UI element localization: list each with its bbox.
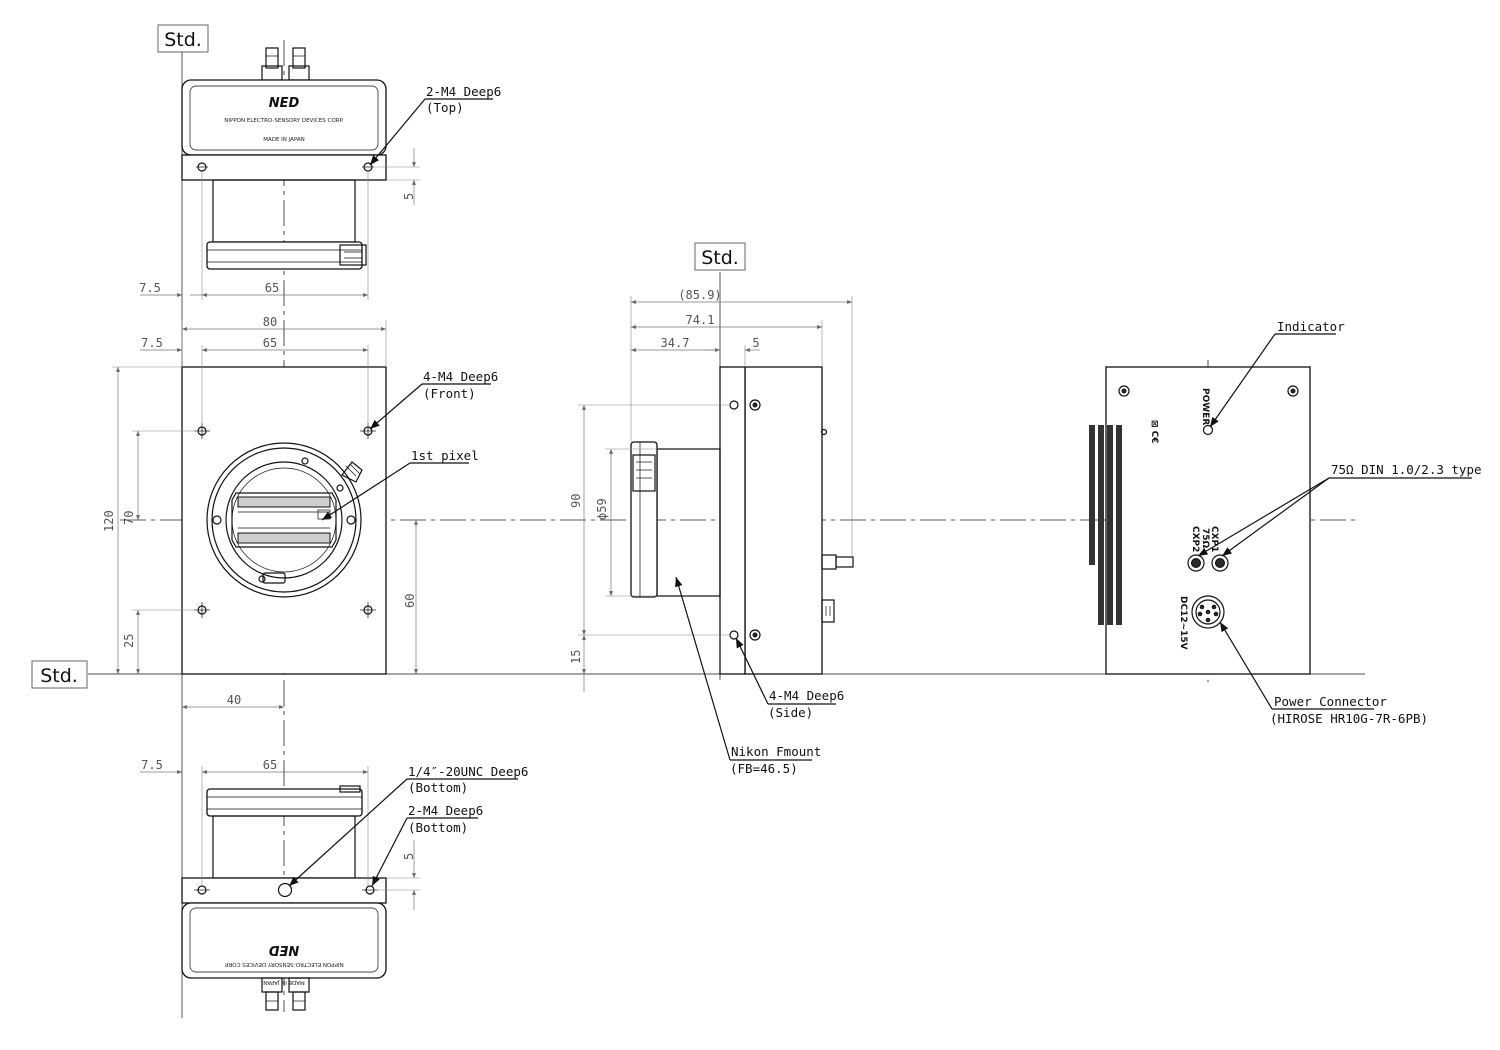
callout-power-connector: Power Connector (HIROSE HR10G-7R-6PB) [1219,621,1428,726]
cxp1-label: CXP1 [1209,526,1219,552]
logo-bottom: NED [269,942,300,957]
callout-bottom-tripod: 1/4″-20UNC Deep6 (Bottom) [288,764,528,887]
side-view [630,366,854,675]
callout-bottom-holes: 2-M4 Deep6 (Bottom) [371,803,483,887]
lens-mount [206,442,363,598]
dim-front-70: 70 [122,511,136,525]
callout-first-pixel: 1st pixel [321,448,479,521]
dim-top-65: 65 [265,281,279,295]
power-label: POWER [1200,388,1210,425]
dim-bottom-65: 65 [263,758,277,772]
dim-front-25: 25 [122,634,136,648]
svg-text:Std.: Std. [40,665,78,687]
dim-side-74-1: 74.1 [686,313,715,327]
svg-text:(Bottom): (Bottom) [408,820,468,835]
ohm-label: 75Ω [1200,528,1210,549]
dim-front-40: 40 [227,693,241,707]
cxp2-label: CXP2 [1190,526,1200,552]
dim-side-34-7: 34.7 [661,336,690,350]
back-panel: ⊠ C€ POWER CXP1 75Ω CXP2 DC12~15V [1089,366,1311,675]
callout-top-holes: 2-M4 Deep6 (Top) [369,84,501,166]
dim-bottom-7-5: 7.5 [141,758,163,772]
std-label-top: Std. [157,24,209,53]
svg-text:(Side): (Side) [768,705,813,720]
std-label-side: Std. [694,242,746,271]
dim-top-7-5: 7.5 [139,281,161,295]
callout-side-holes: 4-M4 Deep6 (Side) [735,637,844,720]
svg-text:(Top): (Top) [426,100,464,115]
dim-top-5: 5 [402,193,416,200]
dim-front-80: 80 [263,315,277,329]
svg-text:⊠ C€: ⊠ C€ [1149,420,1159,444]
svg-text:Indicator: Indicator [1277,319,1345,334]
power-connector [1191,595,1225,629]
std-label-left: Std. [31,660,88,689]
svg-text:(HIROSE HR10G-7R-6PB): (HIROSE HR10G-7R-6PB) [1270,711,1428,726]
dim-front-60: 60 [403,594,417,608]
callout-indicator: Indicator [1209,319,1345,428]
dim-front-65: 65 [263,336,277,350]
callout-mount: Nikon Fmount (FB=46.5) [675,576,821,776]
dim-side-15: 15 [569,650,583,664]
made-in-bottom: MADE IN JAPAN [263,979,305,985]
bottom-view: NED NIPPON ELECTRO-SENSORY DEVICES CORP.… [181,785,387,1011]
cxp1-connector [1211,554,1229,572]
coax-connectors-top [261,47,310,81]
company-name: NIPPON ELECTRO-SENSORY DEVICES CORP. [224,118,344,124]
svg-text:75Ω DIN 1.0/2.3 type: 75Ω DIN 1.0/2.3 type [1331,462,1482,477]
svg-text:Std.: Std. [701,247,739,269]
logo: NED [269,96,300,111]
svg-text:1/4″-20UNC Deep6: 1/4″-20UNC Deep6 [408,764,528,779]
svg-text:Std.: Std. [164,29,202,51]
svg-text:1st pixel: 1st pixel [411,448,479,463]
dc-label: DC12~15V [1178,596,1188,650]
dim-front-120: 120 [102,510,116,532]
front-view [181,366,387,675]
svg-text:Nikon Fmount: Nikon Fmount [731,744,821,759]
dim-bottom-5: 5 [402,853,416,860]
svg-text:(Front): (Front) [423,386,476,401]
made-in: MADE IN JAPAN [263,137,305,143]
svg-text:2-M4 Deep6: 2-M4 Deep6 [426,84,501,99]
svg-text:(Bottom): (Bottom) [408,780,468,795]
dim-side-59: ϕ59 [595,498,609,520]
top-view: NED NIPPON ELECTRO-SENSORY DEVICES CORP.… [181,47,387,270]
svg-text:2-M4 Deep6: 2-M4 Deep6 [408,803,483,818]
svg-text:4-M4 Deep6: 4-M4 Deep6 [423,369,498,384]
dim-side-90: 90 [569,494,583,508]
coax-connectors-bottom [261,977,310,1011]
callout-front-holes: 4-M4 Deep6 (Front) [369,369,498,430]
front-view-dimensions: 80 7.5 65 120 70 25 60 40 [102,315,418,709]
side-view-dimensions: (85.9) 74.1 34.7 5 90 ϕ59 15 [569,288,853,692]
top-view-dimensions: 7.5 65 5 [139,148,420,300]
bottom-view-dimensions: 7.5 65 5 [140,758,420,910]
svg-text:Power Connector: Power Connector [1274,694,1387,709]
svg-text:(FB=46.5): (FB=46.5) [730,761,798,776]
dim-side-5: 5 [752,336,759,350]
power-indicator [1202,424,1214,436]
svg-text:4-M4 Deep6: 4-M4 Deep6 [769,688,844,703]
callout-din: 75Ω DIN 1.0/2.3 type [1197,462,1482,557]
cxp2-connector [1187,554,1205,572]
dim-side-85-9: (85.9) [678,288,721,302]
dim-front-7-5: 7.5 [141,336,163,350]
company-name-bottom: NIPPON ELECTRO-SENSORY DEVICES CORP. [224,961,344,967]
